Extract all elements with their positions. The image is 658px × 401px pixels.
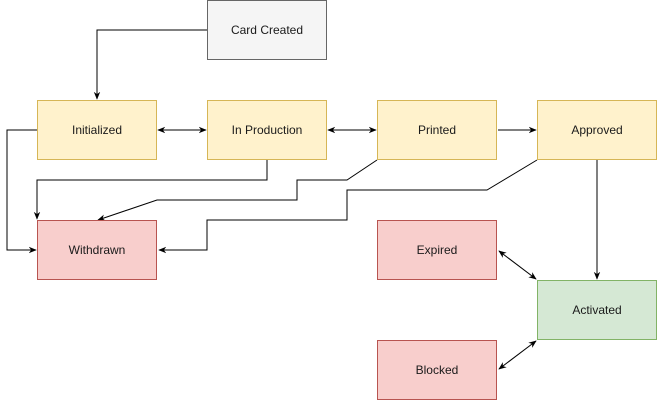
edge-initialized-to-withdrawn xyxy=(6,129,37,254)
edge-approved-to-withdrawn xyxy=(158,159,538,254)
edge-card-created-to-initialized xyxy=(93,29,207,100)
node-initialized-label: Initialized xyxy=(71,123,123,137)
edge-in-production-to-withdrawn xyxy=(33,160,268,220)
node-blocked-label: Blocked xyxy=(415,363,459,377)
node-withdrawn-label: Withdrawn xyxy=(68,243,126,257)
node-approved: Approved xyxy=(537,100,657,160)
node-card-created: Card Created xyxy=(207,0,327,60)
node-printed: Printed xyxy=(377,100,497,160)
node-card-created-label: Card Created xyxy=(230,23,304,37)
node-initialized: Initialized xyxy=(37,100,157,160)
node-activated: Activated xyxy=(537,280,657,340)
edge-expired-activated xyxy=(498,250,537,280)
node-withdrawn: Withdrawn xyxy=(37,220,157,280)
node-in-production-label: In Production xyxy=(231,123,303,137)
node-blocked: Blocked xyxy=(377,340,497,400)
node-approved-label: Approved xyxy=(571,123,623,137)
node-expired: Expired xyxy=(377,220,497,280)
node-printed-label: Printed xyxy=(417,123,457,137)
edge-blocked-activated xyxy=(498,340,537,370)
node-in-production: In Production xyxy=(207,100,327,160)
edge-printed-to-withdrawn xyxy=(97,159,378,221)
node-expired-label: Expired xyxy=(416,243,458,257)
node-activated-label: Activated xyxy=(572,303,622,317)
